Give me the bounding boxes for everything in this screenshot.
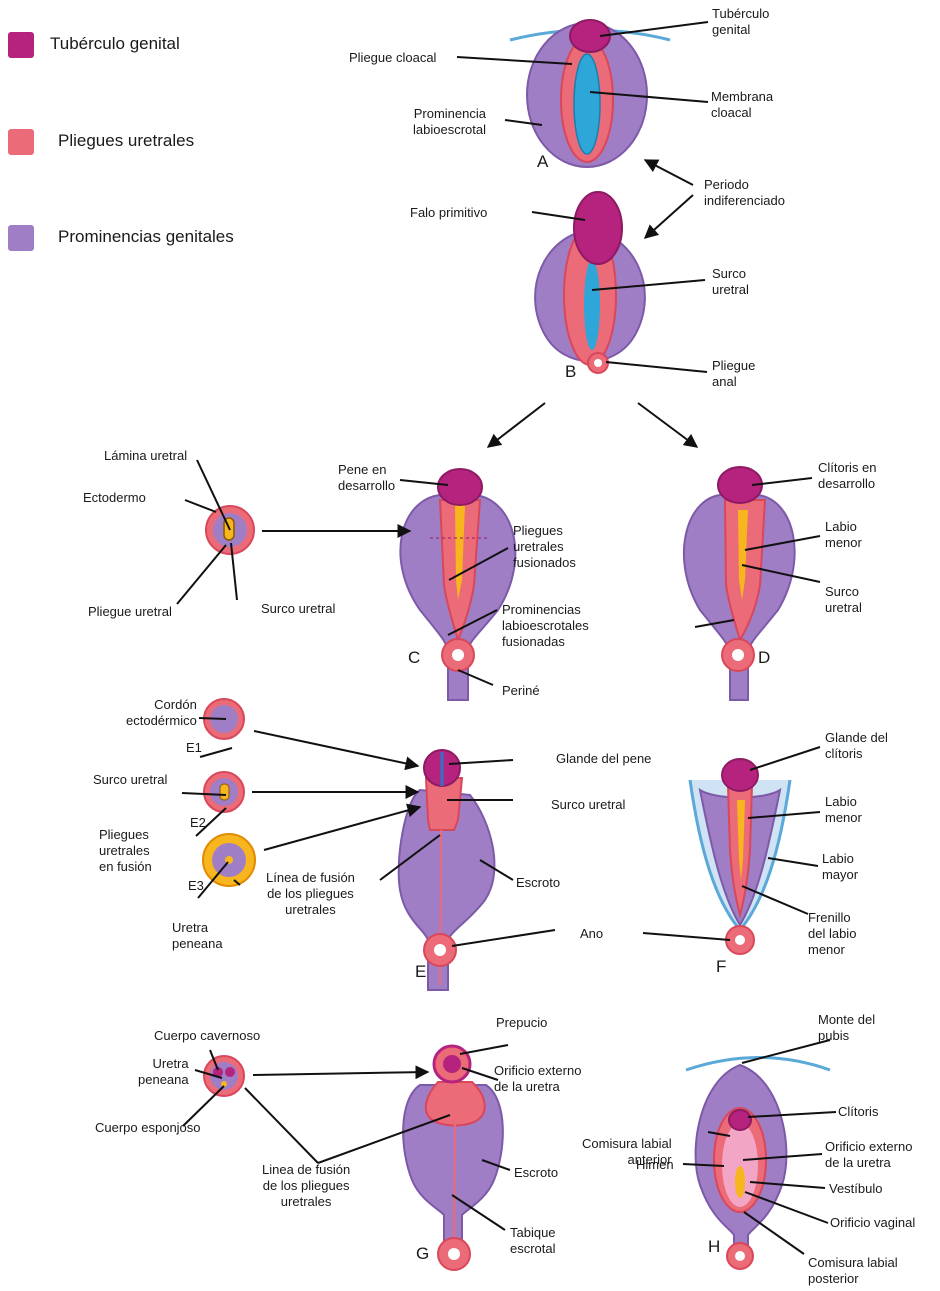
cross-sections-e [203,699,255,886]
label-h-orificio-vaginal: Orificio vaginal [830,1215,915,1231]
label-pliegue-uretral: Pliegue uretral [88,604,172,620]
label-g-escroto: Escroto [514,1165,558,1181]
cross-section-g [204,1056,244,1096]
stage-e2: E2 [190,815,206,831]
label-e-ano: Ano [580,926,603,942]
stage-b: B [565,362,576,382]
stage-f: F [716,957,726,977]
label-a-pliegue-cloacal: Pliegue cloacal [349,50,436,66]
label-e-surco-uretral: Surco uretral [93,772,167,788]
stage-e3: E3 [188,878,204,894]
label-h-vestibulo: Vestíbulo [829,1181,883,1197]
figure-d [684,467,795,700]
label-e-escroto: Escroto [516,875,560,891]
figure-b [535,192,645,373]
legend-label-tuberculo: Tubérculo genital [50,34,180,54]
stage-h: H [708,1237,720,1257]
legend-swatch-pliegues [8,129,34,155]
label-lamina-uretral: Lámina uretral [104,448,187,464]
label-ectodermo: Ectodermo [83,490,146,506]
stage-c: C [408,648,420,668]
label-e-glande: Glande del pene [556,751,651,767]
stage-e1: E1 [186,740,202,756]
figure-a [510,20,670,167]
label-surco-uretral-x: Surco uretral [261,601,335,617]
b-surco [584,260,600,350]
label-b-falo: Falo primitivo [410,205,487,221]
label-h-himen: Himen [636,1157,674,1173]
figure-g [403,1046,503,1270]
legend-swatch-tuberculo [8,32,34,58]
label-g-prepucio: Prepucio [496,1015,547,1031]
stage-e: E [415,962,426,982]
legend-swatch-prominencias [8,225,34,251]
label-c-perine: Periné [502,683,540,699]
b-falo [574,192,622,264]
legend-label-prominencias: Prominencias genitales [58,227,234,247]
stage-d: D [758,648,770,668]
label-h-clitoris: Clítoris [838,1104,878,1120]
figure-e [399,750,495,990]
stage-g: G [416,1244,429,1264]
legend-label-pliegues: Pliegues uretrales [58,131,194,151]
label-g-cuerpo-cavernoso: Cuerpo cavernoso [154,1028,260,1044]
a-membrana [574,54,600,154]
label-e-surco: Surco uretral [551,797,625,813]
stage-a: A [537,152,548,172]
figure-f [690,759,790,954]
label-g-cuerpo-esponjoso: Cuerpo esponjoso [95,1120,201,1136]
